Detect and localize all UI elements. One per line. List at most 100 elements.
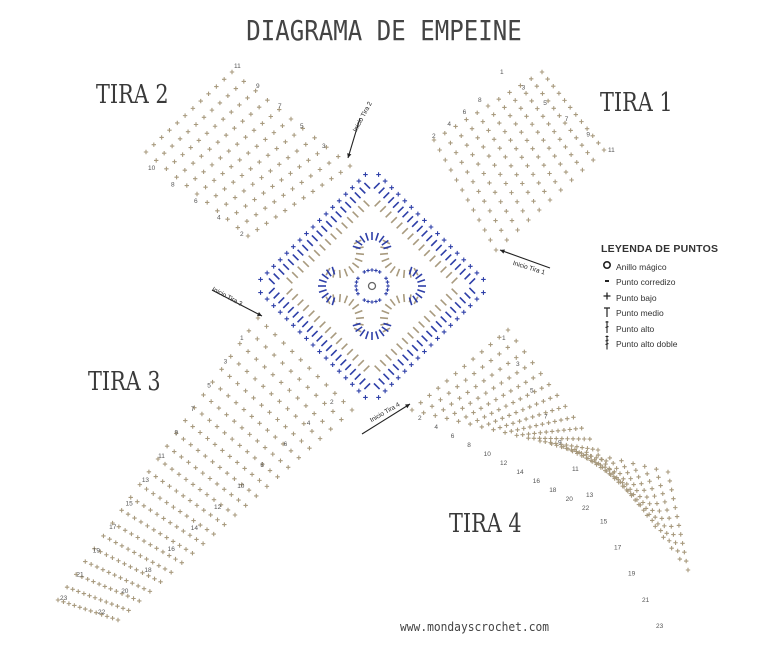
- stitch-mark: [262, 364, 267, 370]
- stitch-mark: [513, 146, 519, 151]
- stitch-mark: [317, 218, 322, 223]
- stitch-mark: [355, 326, 363, 333]
- stitch-mark: [519, 155, 525, 160]
- stitch-mark: [422, 218, 427, 223]
- stitch-mark: [193, 176, 198, 181]
- stitch-mark: [468, 277, 476, 285]
- stitch-mark: [338, 269, 342, 279]
- stitch-mark: [527, 404, 532, 410]
- stitch-mark: [104, 599, 109, 605]
- stitch-mark: [535, 130, 540, 135]
- stitch-mark: [129, 531, 134, 537]
- stitch-mark: [286, 277, 293, 284]
- stitch-mark: [154, 512, 160, 517]
- stitch-mark: [355, 316, 365, 320]
- legend-item-label: Punto alto doble: [616, 339, 678, 350]
- stitch-mark: [332, 391, 338, 396]
- row-number: 18: [144, 567, 152, 574]
- stitch-mark: [474, 270, 480, 276]
- stitch-mark: [203, 184, 208, 190]
- stitch-mark: [435, 244, 443, 252]
- stitch-mark: [584, 126, 590, 131]
- stitch-mark: [444, 311, 452, 319]
- row-number: 22: [582, 505, 590, 512]
- stitch-mark: [287, 258, 295, 266]
- stitch-mark: [649, 518, 655, 523]
- stitch-mark: [173, 556, 178, 562]
- stitch-mark: [509, 218, 515, 223]
- stitch-mark: [196, 138, 202, 143]
- stitch-mark: [316, 335, 323, 342]
- stitch-mark: [201, 507, 206, 513]
- stitch-mark: [677, 556, 683, 562]
- stitch-mark: [435, 231, 440, 236]
- stitch-mark: [558, 161, 563, 167]
- stitch-mark: [506, 375, 512, 381]
- stitch-mark: [552, 153, 557, 159]
- stitch-mark: [190, 106, 196, 111]
- stitch-mark: [408, 266, 413, 275]
- stitch-mark: [425, 330, 433, 338]
- stitch-mark: [524, 114, 529, 119]
- stitch-mark: [525, 393, 530, 398]
- stitch-mark: [191, 518, 196, 523]
- arrow-inicio-tira-4-head: [405, 404, 410, 409]
- stitch-mark: [518, 83, 523, 88]
- stitch-mark: [300, 126, 305, 131]
- stitch-mark: [350, 382, 355, 387]
- stitch-mark: [430, 325, 438, 333]
- stitch-mark: [574, 135, 579, 141]
- stitch-mark: [474, 296, 480, 302]
- stitch-mark: [468, 303, 473, 308]
- stitch-mark: [524, 138, 530, 143]
- stitch-mark: [453, 124, 458, 129]
- row-number: 1: [502, 335, 506, 342]
- stitch-mark: [673, 505, 678, 510]
- stitch-mark: [384, 276, 388, 281]
- stitch-mark: [99, 612, 104, 617]
- stitch-mark: [132, 515, 137, 521]
- row-number: 3: [322, 143, 326, 150]
- stitch-mark: [55, 597, 61, 603]
- stitch-mark: [253, 212, 259, 217]
- stitch-mark: [658, 528, 663, 533]
- stitch-mark: [175, 120, 180, 126]
- stitch-mark: [198, 98, 203, 104]
- stitch-mark: [459, 296, 467, 304]
- stitch-mark: [397, 358, 405, 366]
- stitch-mark: [467, 421, 473, 427]
- stitch-mark: [614, 466, 619, 471]
- stitch-mark: [355, 239, 363, 246]
- stitch-mark: [354, 257, 363, 263]
- stitch-mark: [177, 543, 182, 548]
- stitch-mark: [504, 423, 509, 428]
- stitch-mark: [346, 348, 354, 356]
- stitch-mark: [481, 378, 487, 384]
- stitch-mark: [359, 378, 366, 385]
- stitch-mark: [283, 139, 288, 145]
- stitch-mark: [116, 524, 122, 529]
- stitch-mark: [526, 431, 531, 437]
- stitch-mark: [348, 265, 355, 274]
- website-url: www.mondayscrochet.com: [400, 619, 550, 634]
- stitch-mark: [262, 445, 268, 450]
- stitch-mark: [562, 98, 567, 103]
- stitch-mark: [669, 545, 674, 551]
- stitch-mark: [303, 403, 309, 408]
- stitch-mark: [646, 512, 652, 517]
- stitch-mark: [559, 436, 565, 441]
- row-number: 16: [168, 546, 176, 553]
- stitch-mark: [232, 476, 237, 482]
- stitch-mark: [286, 288, 293, 295]
- stitch-mark: [291, 271, 299, 279]
- stitch-mark: [464, 273, 471, 280]
- stitch-mark: [387, 196, 395, 204]
- stitch-mark: [674, 514, 680, 519]
- stitch-mark: [392, 363, 400, 371]
- stitch-mark: [181, 436, 186, 442]
- stitch-mark: [159, 135, 164, 140]
- stitch-mark: [258, 277, 263, 282]
- stitch-mark: [273, 214, 279, 220]
- stitch-mark: [288, 171, 293, 176]
- stitch-mark: [187, 533, 193, 538]
